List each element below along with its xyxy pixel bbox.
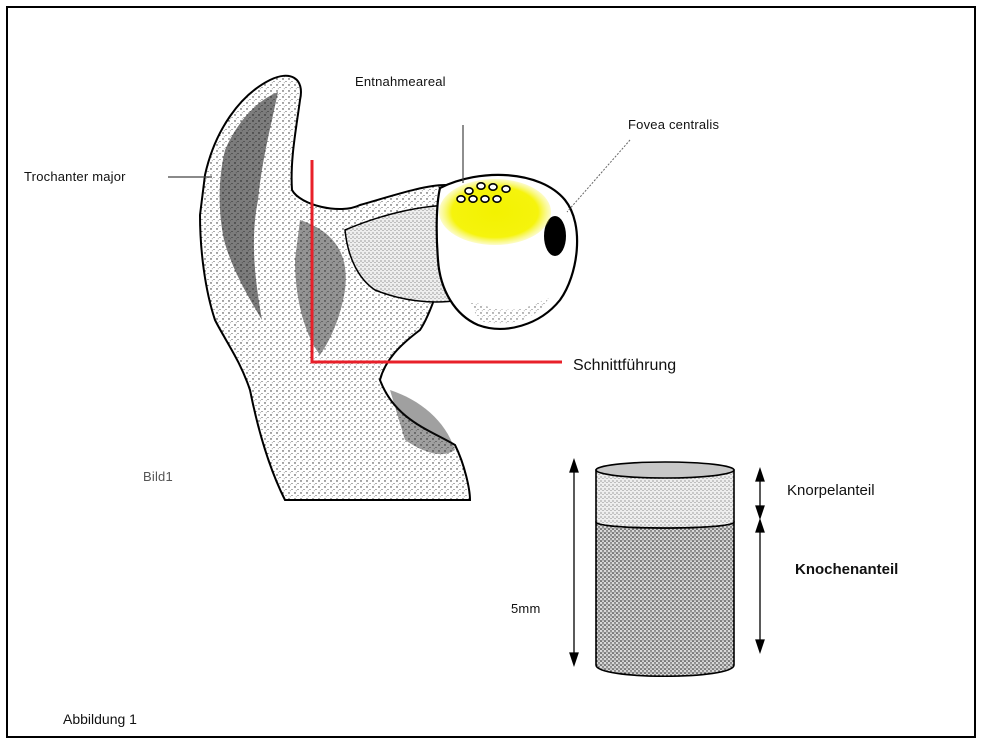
- label-knorpelanteil: Knorpelanteil: [787, 482, 875, 499]
- cylinder-sample: [596, 462, 734, 676]
- femur-bone: [200, 76, 577, 500]
- label-entnahmeareal: Entnahmeareal: [355, 74, 446, 89]
- fovea-leader: [567, 140, 630, 212]
- label-size-5mm: 5mm: [511, 601, 541, 616]
- label-schnittfuehrung: Schnittführung: [573, 357, 676, 375]
- label-bild1: Bild1: [143, 469, 173, 484]
- label-fovea-centralis: Fovea centralis: [628, 117, 719, 132]
- label-knochenanteil: Knochenanteil: [795, 561, 898, 578]
- figure-caption: Abbildung 1: [63, 711, 137, 727]
- label-trochanter-major: Trochanter major: [24, 169, 126, 184]
